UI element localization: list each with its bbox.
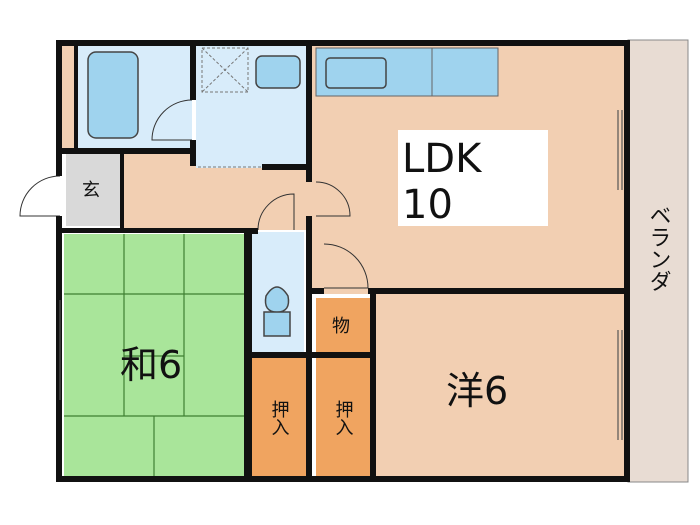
strip-floor bbox=[60, 44, 78, 150]
door-swings bbox=[19, 99, 369, 289]
balcony-label: ベランダ bbox=[646, 204, 671, 292]
door-hall-icon bbox=[257, 193, 295, 231]
closet-left-label: 押入 bbox=[269, 400, 290, 436]
storage bbox=[316, 298, 370, 352]
ldk-name: LDK bbox=[402, 136, 483, 182]
genkan bbox=[66, 154, 120, 226]
windows bbox=[59, 110, 623, 440]
youshitsu-floor bbox=[376, 294, 624, 478]
closet-right-label: 押入 bbox=[333, 400, 354, 436]
bathtub-icon bbox=[87, 51, 139, 139]
toilet-icon bbox=[263, 286, 291, 337]
youshitsu-label: 洋6 bbox=[446, 369, 508, 413]
closet-right bbox=[316, 358, 370, 478]
kitchen-sink-icon bbox=[325, 57, 387, 89]
door-genkan-icon bbox=[19, 175, 61, 217]
ldk-size: 10 bbox=[402, 182, 453, 228]
washing-pan-cross-b bbox=[201, 47, 249, 93]
genkan-label: 玄 bbox=[82, 180, 100, 201]
ldk-label-box bbox=[398, 130, 548, 226]
closet-left bbox=[252, 358, 306, 478]
walls bbox=[56, 40, 630, 482]
door-bath-icon bbox=[151, 99, 193, 141]
tatami-lines bbox=[64, 234, 244, 478]
washitsu-label: 和6 bbox=[120, 343, 182, 387]
door-ldk-icon bbox=[315, 181, 351, 217]
storage-label: 物 bbox=[332, 316, 350, 337]
wash-basin-icon bbox=[255, 55, 301, 89]
balcony bbox=[627, 39, 689, 483]
door-toilet-icon bbox=[323, 243, 369, 289]
